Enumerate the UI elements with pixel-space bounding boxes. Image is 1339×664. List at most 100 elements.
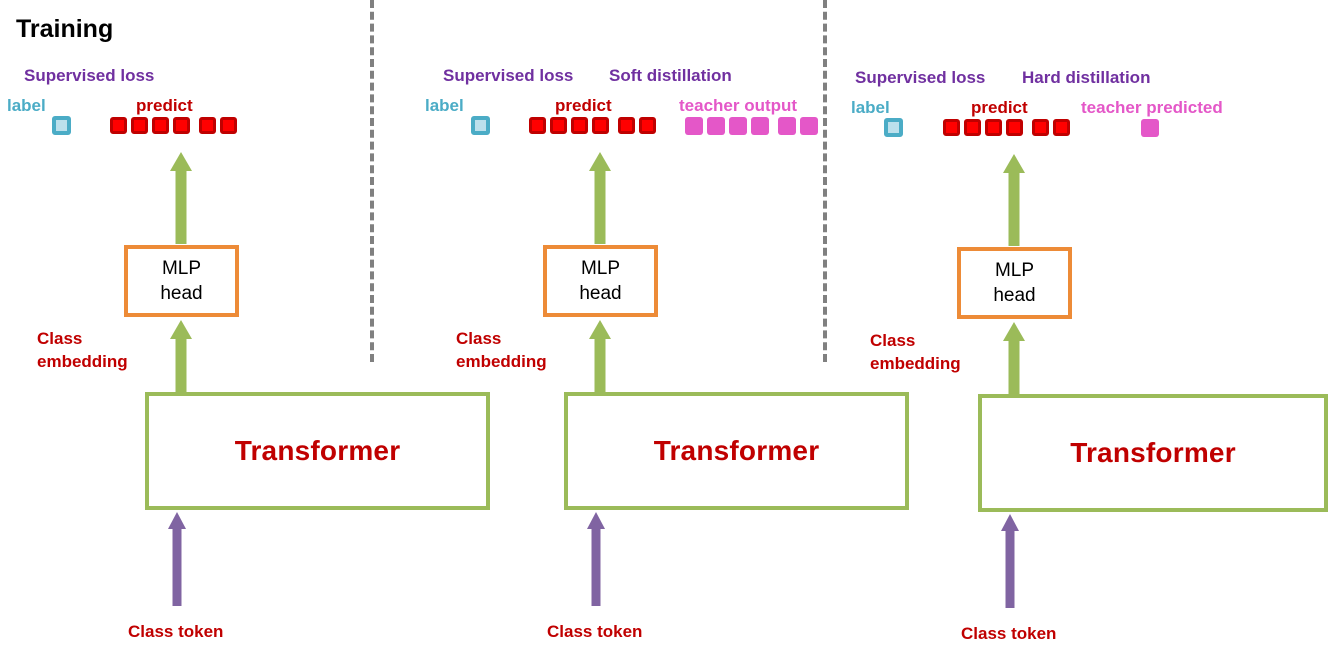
predict-token bbox=[173, 117, 190, 134]
class-embedding-line1: Class bbox=[456, 329, 502, 348]
arrow-shaft bbox=[1008, 170, 1020, 246]
predict-token bbox=[1053, 119, 1070, 136]
label-token bbox=[884, 118, 903, 137]
transformer-label: Transformer bbox=[1070, 437, 1236, 468]
teacher-token-row bbox=[1141, 119, 1159, 137]
teacher-token bbox=[751, 117, 769, 135]
predict-label: predict bbox=[136, 96, 193, 115]
predict-label: predict bbox=[555, 96, 612, 115]
class-embedding-line1: Class bbox=[37, 329, 83, 348]
predict-token bbox=[964, 119, 981, 136]
class-embedding-label: Class embedding bbox=[870, 330, 961, 376]
transformer-box: Transformer bbox=[564, 392, 909, 510]
class-embedding-line1: Class bbox=[870, 331, 916, 350]
panel-divider-1 bbox=[370, 0, 374, 362]
arrow-shaft bbox=[594, 336, 606, 392]
arrow-classtoken-to-transformer bbox=[1001, 514, 1019, 608]
mlp-head-line2: head bbox=[993, 285, 1036, 306]
label-token-row bbox=[884, 118, 903, 137]
teacher-token bbox=[800, 117, 818, 135]
arrow-transformer-to-mlp bbox=[1003, 322, 1025, 394]
arrow-head-icon bbox=[170, 152, 192, 171]
arrow-transformer-to-mlp bbox=[589, 320, 611, 392]
soft-distillation-label: Soft distillation bbox=[609, 66, 732, 85]
arrow-mlp-to-predict bbox=[170, 152, 192, 244]
label-label: label bbox=[7, 96, 46, 115]
predict-token bbox=[985, 119, 1002, 136]
arrow-head-icon bbox=[589, 320, 611, 339]
predict-label: predict bbox=[971, 98, 1028, 117]
teacher-token bbox=[1141, 119, 1159, 137]
predict-token bbox=[592, 117, 609, 134]
arrow-shaft bbox=[175, 168, 187, 244]
arrow-classtoken-to-transformer bbox=[168, 512, 186, 606]
transformer-label: Transformer bbox=[653, 435, 820, 466]
transformer-box: Transformer bbox=[978, 394, 1328, 512]
hard-distillation-label: Hard distillation bbox=[1022, 68, 1151, 87]
supervised-loss-label: Supervised loss bbox=[443, 66, 574, 85]
supervised-loss-label: Supervised loss bbox=[855, 68, 986, 87]
class-embedding-line2: embedding bbox=[456, 351, 547, 371]
class-token-label: Class token bbox=[128, 622, 224, 641]
label-label: label bbox=[851, 98, 890, 117]
predict-token bbox=[618, 117, 635, 134]
arrow-shaft bbox=[1008, 338, 1020, 394]
teacher-token-row bbox=[685, 117, 818, 135]
arrow-head-icon bbox=[1003, 154, 1025, 173]
class-embedding-line2: embedding bbox=[37, 351, 128, 371]
arrow-head-icon bbox=[1003, 322, 1025, 341]
class-token-label: Class token bbox=[547, 622, 643, 641]
mlp-head-line2: head bbox=[160, 283, 203, 304]
label-token-row bbox=[471, 116, 490, 135]
arrow-head-icon bbox=[589, 152, 611, 171]
predict-token-row bbox=[943, 119, 1070, 136]
teacher-token bbox=[685, 117, 703, 135]
arrow-shaft bbox=[175, 336, 187, 392]
arrow-shaft bbox=[591, 526, 601, 606]
teacher-token bbox=[729, 117, 747, 135]
arrow-transformer-to-mlp bbox=[170, 320, 192, 392]
predict-token bbox=[550, 117, 567, 134]
arrow-classtoken-to-transformer bbox=[587, 512, 605, 606]
label-token bbox=[471, 116, 490, 135]
label-token-row bbox=[52, 116, 71, 135]
panel-soft-distillation: Supervised loss Soft distillation label … bbox=[425, 66, 909, 641]
predict-token bbox=[639, 117, 656, 134]
predict-token-row bbox=[529, 117, 656, 134]
arrow-head-icon bbox=[1001, 514, 1019, 531]
class-embedding-label: Class embedding bbox=[37, 328, 128, 374]
predict-token bbox=[152, 117, 169, 134]
arrow-head-icon bbox=[170, 320, 192, 339]
class-embedding-label: Class embedding bbox=[456, 328, 547, 374]
predict-token bbox=[1006, 119, 1023, 136]
panel-divider-2 bbox=[823, 0, 827, 362]
predict-token bbox=[1032, 119, 1049, 136]
arrow-head-icon bbox=[587, 512, 605, 529]
teacher-token bbox=[778, 117, 796, 135]
mlp-head-line1: MLP bbox=[994, 259, 1035, 281]
mlp-head-line1: MLP bbox=[161, 257, 202, 279]
class-token-label: Class token bbox=[961, 624, 1057, 643]
teacher-predicted-label: teacher predicted bbox=[1081, 98, 1223, 117]
label-token bbox=[52, 116, 71, 135]
predict-token bbox=[131, 117, 148, 134]
teacher-token bbox=[707, 117, 725, 135]
class-embedding-line2: embedding bbox=[870, 353, 961, 373]
mlp-head-box: MLP head bbox=[543, 245, 658, 317]
arrow-mlp-to-predict bbox=[589, 152, 611, 244]
predict-token bbox=[943, 119, 960, 136]
mlp-head-line1: MLP bbox=[580, 257, 621, 279]
mlp-head-text: MLP head bbox=[993, 258, 1035, 308]
predict-token bbox=[199, 117, 216, 134]
mlp-head-line2: head bbox=[579, 283, 622, 304]
supervised-loss-label: Supervised loss bbox=[24, 66, 155, 85]
mlp-head-box: MLP head bbox=[957, 247, 1072, 319]
predict-token bbox=[571, 117, 588, 134]
mlp-head-text: MLP head bbox=[160, 256, 202, 306]
transformer-box: Transformer bbox=[145, 392, 490, 510]
arrow-shaft bbox=[1005, 528, 1015, 608]
panel-supervised: Supervised loss label predict bbox=[0, 0, 490, 664]
mlp-head-text: MLP head bbox=[579, 256, 621, 306]
predict-token-row bbox=[110, 117, 237, 134]
